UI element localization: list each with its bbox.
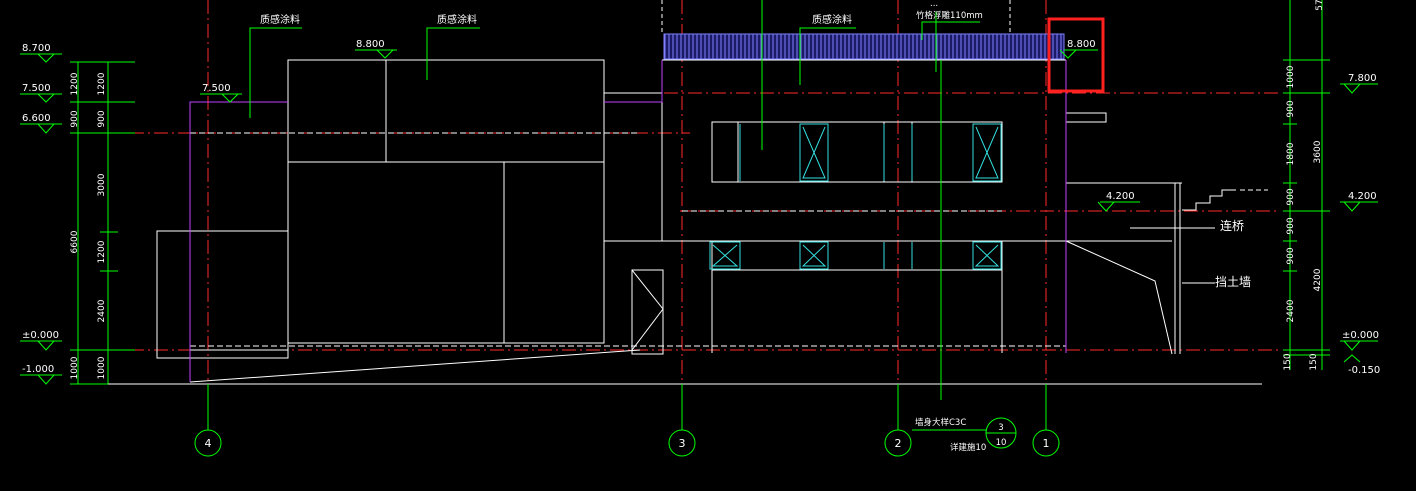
left-dimension-text: 1200 900 1200 900 3000 6600 1200 2400 10… — [70, 72, 107, 379]
axis-bubble-text: 4 3 2 1 — [205, 437, 1050, 450]
level-m0150-right: -0.150 — [1348, 365, 1380, 376]
axis-lines — [130, 0, 1280, 425]
dim-text: 2400 — [97, 299, 107, 322]
detail-ref-text: 墙身大样C3C — [915, 417, 966, 428]
dim-text: 900 — [1286, 100, 1296, 117]
level-4200-bridge: 4.200 — [1106, 191, 1135, 202]
texture-paint-label: 质感涂料 — [812, 13, 852, 26]
parapet-railing — [663, 33, 1065, 60]
level-6600: 6.600 — [22, 113, 51, 124]
left-level-text: 8.700 7.500 6.600 ±0.000 -1.000 — [22, 43, 59, 375]
detail-num-top: 3 — [998, 423, 1003, 433]
level-000: ±0.000 — [22, 330, 59, 341]
left-dimension-chain — [70, 61, 135, 385]
bridge-label: 连桥 — [1220, 218, 1244, 233]
level-m1000: -1.000 — [22, 364, 54, 375]
parapet-note: 竹格浮雕110mm — [916, 10, 983, 21]
level-8700: 8.700 — [22, 43, 51, 54]
level-4200-right: 4.200 — [1348, 191, 1377, 202]
level-7800-right: 7.800 — [1348, 73, 1377, 84]
dim-text: 6600 — [70, 230, 80, 253]
dim-text: 1200 — [97, 72, 107, 95]
level-7500: 7.500 — [22, 83, 51, 94]
dim-text: 150 — [1283, 353, 1293, 370]
glazing-windows — [709, 123, 1002, 270]
annotation-text: 质感涂料 质感涂料 质感涂料 ... 竹格浮雕110mm 连桥 挡土墙 墙身大样… — [260, 0, 1251, 453]
detail-sheet-text: 详建施10 — [950, 442, 986, 453]
level-8800-mid: 8.800 — [356, 39, 385, 50]
dim-text: 1000 — [70, 356, 80, 379]
level-7500-mid: 7.500 — [202, 83, 231, 94]
axis-bubbles — [194, 417, 1060, 457]
retaining-wall-label: 挡土墙 — [1215, 275, 1251, 289]
texture-paint-label: 质感涂料 — [437, 13, 477, 26]
dim-text: 1800 — [1286, 142, 1296, 165]
axis-label-2: 2 — [895, 437, 902, 450]
dim-text: 1000 — [1286, 65, 1296, 88]
level-000-right: ±0.000 — [1342, 330, 1379, 341]
dim-text: 900 — [70, 110, 80, 127]
building-outline — [156, 0, 1268, 359]
dim-text: 900 — [1286, 188, 1296, 205]
dim-text: 150 — [1309, 353, 1319, 370]
parapet-note-top: ... — [930, 0, 938, 9]
axis-label-3: 3 — [679, 437, 686, 450]
dim-text: 900 — [1286, 217, 1296, 234]
highlight-box — [1047, 17, 1105, 93]
dim-text: 1200 — [70, 72, 80, 95]
annotation-leaders — [200, 0, 1378, 431]
dim-text: 1200 — [97, 240, 107, 263]
dim-text: 1000 — [97, 356, 107, 379]
ground-line — [108, 349, 1262, 385]
dim-text: 900 — [1286, 247, 1296, 264]
dim-text: 4200 — [1313, 268, 1323, 291]
right-dimension-text: 57 1000 900 1800 3600 900 900 900 4200 2… — [1283, 0, 1325, 371]
level-text: 7.500 8.800 8.800 7.800 4.200 4.200 ±0.0… — [202, 39, 1380, 376]
axis-label-1: 1 — [1043, 437, 1050, 450]
texture-paint-label: 质感涂料 — [260, 13, 300, 26]
axis-label-4: 4 — [205, 437, 212, 450]
left-level-markers — [20, 53, 62, 385]
dim-text: 900 — [97, 110, 107, 127]
railing-hatch — [664, 34, 1064, 59]
dim-text: 2400 — [1286, 299, 1296, 322]
dim-text: 57 — [1315, 0, 1325, 11]
dim-text: 3600 — [1313, 140, 1323, 163]
level-8800-highlight: 8.800 — [1067, 39, 1096, 50]
dim-text: 3000 — [97, 173, 107, 196]
facade-edge — [189, 60, 1067, 382]
detail-num-bottom: 10 — [996, 438, 1007, 448]
